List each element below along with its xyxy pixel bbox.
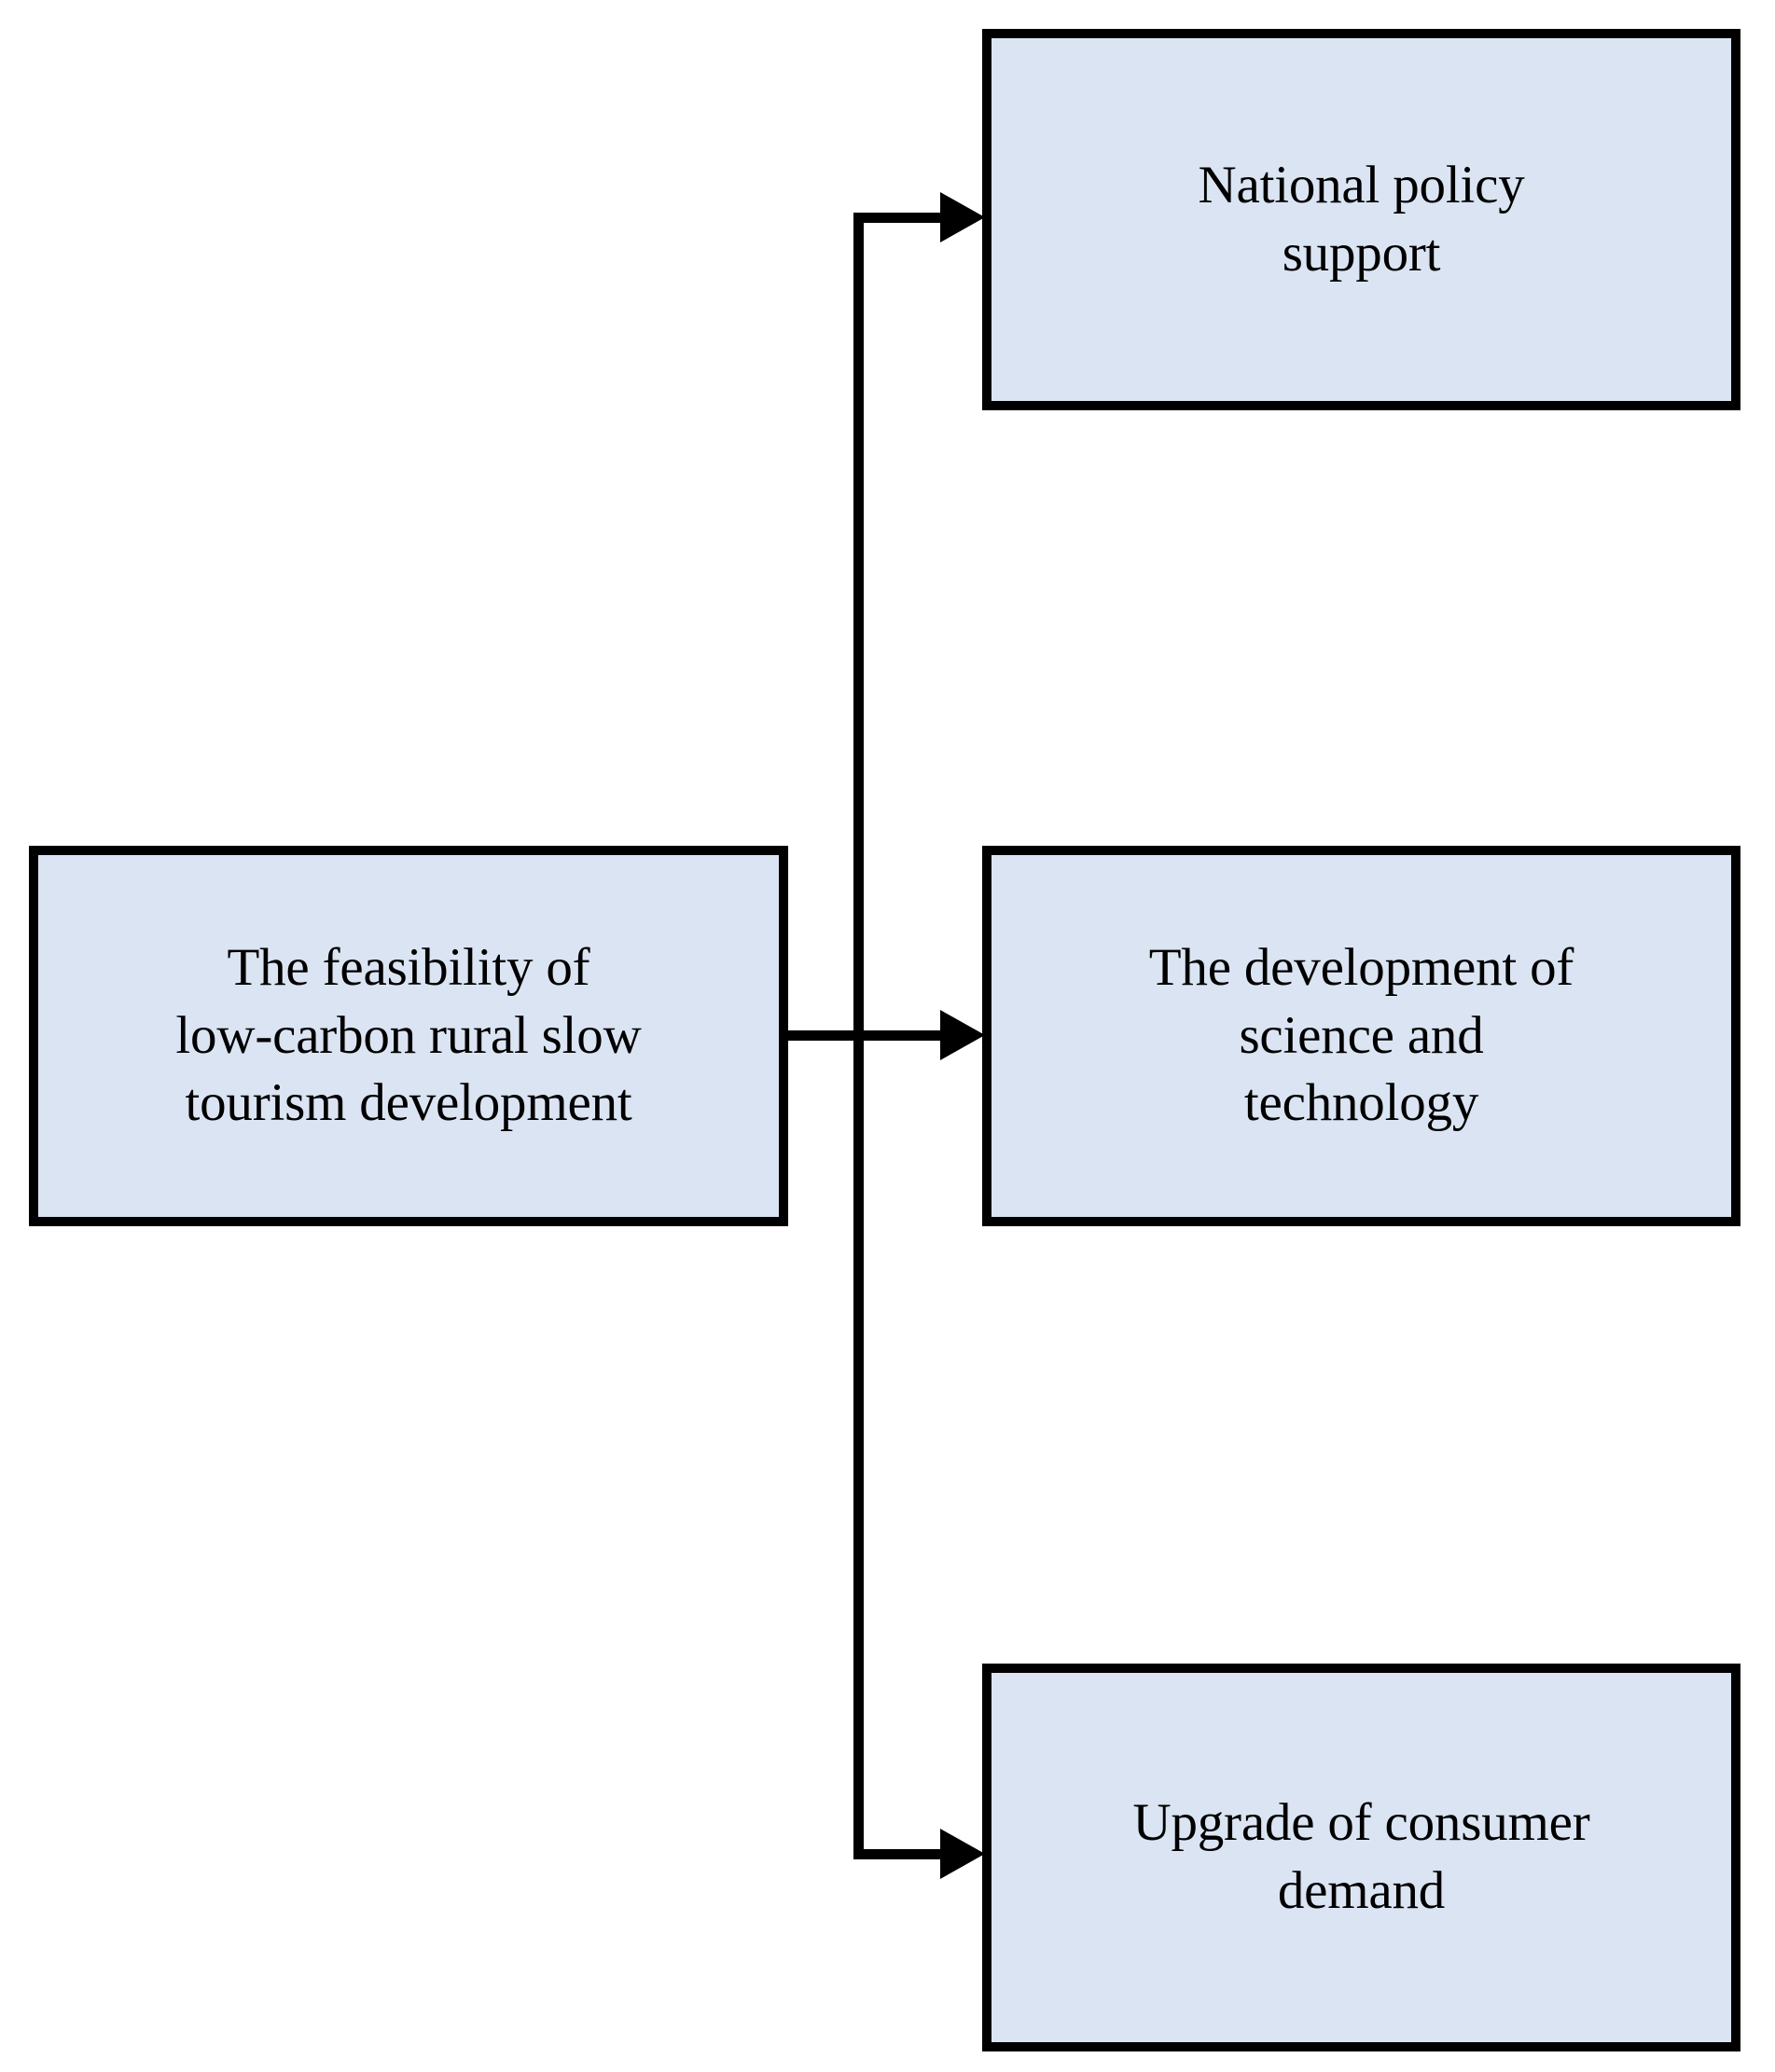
- arrowhead-icon-to-consumer-demand-upgrade: [940, 1829, 985, 1879]
- connector-source-stub: [788, 1030, 863, 1041]
- connector-run-to-consumer-demand-upgrade: [853, 1849, 951, 1859]
- node-consumer-demand-upgrade[interactable]: Upgrade of consumer demand: [982, 1664, 1740, 2051]
- connector-run-to-national-policy-support: [853, 213, 951, 223]
- arrowhead-icon-to-national-policy-support: [940, 192, 985, 242]
- arrowhead-icon-to-science-technology-development: [940, 1010, 985, 1060]
- node-label-science-technology-development: The development of science and technolog…: [1148, 937, 1574, 1133]
- connector-run-to-science-technology-development: [853, 1030, 951, 1041]
- node-label-consumer-demand-upgrade: Upgrade of consumer demand: [1132, 1793, 1590, 1920]
- node-label-national-policy-support: National policy support: [1198, 155, 1525, 283]
- node-label-feasibility-source: The feasibility of low-carbon rural slow…: [175, 937, 642, 1133]
- node-science-technology-development[interactable]: The development of science and technolog…: [982, 846, 1740, 1226]
- node-national-policy-support[interactable]: National policy support: [982, 29, 1740, 410]
- node-feasibility-source[interactable]: The feasibility of low-carbon rural slow…: [29, 846, 788, 1226]
